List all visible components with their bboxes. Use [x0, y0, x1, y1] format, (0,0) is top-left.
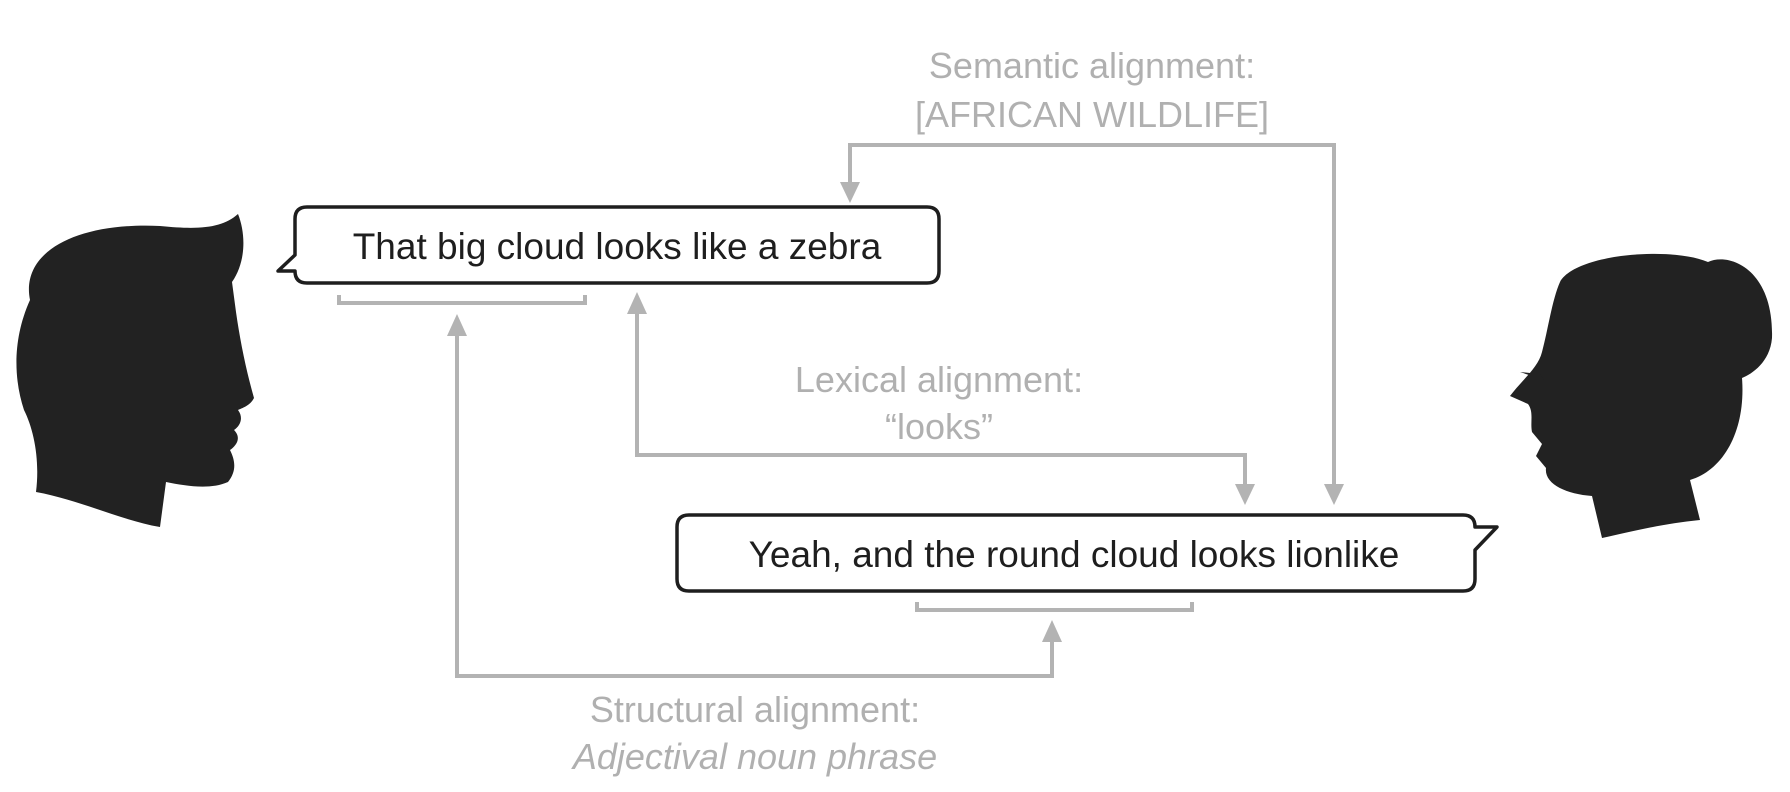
- speech-bubble-speaker-b: Yeah, and the round cloud looks lionlike: [675, 513, 1499, 593]
- structural-alignment-title: Structural alignment:: [590, 689, 920, 730]
- lexical-connector: [635, 305, 1247, 490]
- semantic-alignment-title: Semantic alignment:: [929, 45, 1255, 86]
- semantic-alignment-value: [AFRICAN WILDLIFE]: [915, 94, 1269, 135]
- lexical-alignment-value: “looks”: [885, 406, 993, 447]
- arrowhead-icon: [840, 182, 860, 203]
- utterance-speaker-a: That big cloud looks like a zebra: [353, 226, 882, 267]
- male-head-icon: [16, 214, 255, 527]
- arrowhead-icon: [1042, 620, 1062, 642]
- arrowhead-icon: [447, 314, 467, 336]
- eyelash-icon: [1520, 372, 1544, 380]
- structural-alignment-value: Adjectival noun phrase: [571, 736, 937, 777]
- speech-bubble-speaker-a: That big cloud looks like a zebra: [276, 205, 941, 285]
- arrowhead-icon: [627, 292, 647, 314]
- structural-connector: [455, 328, 1054, 678]
- arrowhead-icon: [1235, 484, 1255, 505]
- arrowhead-icon: [1324, 484, 1344, 505]
- female-head-icon: [1510, 253, 1773, 538]
- semantic-connector: [848, 143, 1336, 490]
- lexical-alignment-title: Lexical alignment:: [795, 359, 1083, 400]
- bracket-phrase-a: [337, 295, 587, 305]
- bracket-phrase-b: [915, 602, 1194, 612]
- utterance-speaker-b: Yeah, and the round cloud looks lionlike: [749, 534, 1400, 575]
